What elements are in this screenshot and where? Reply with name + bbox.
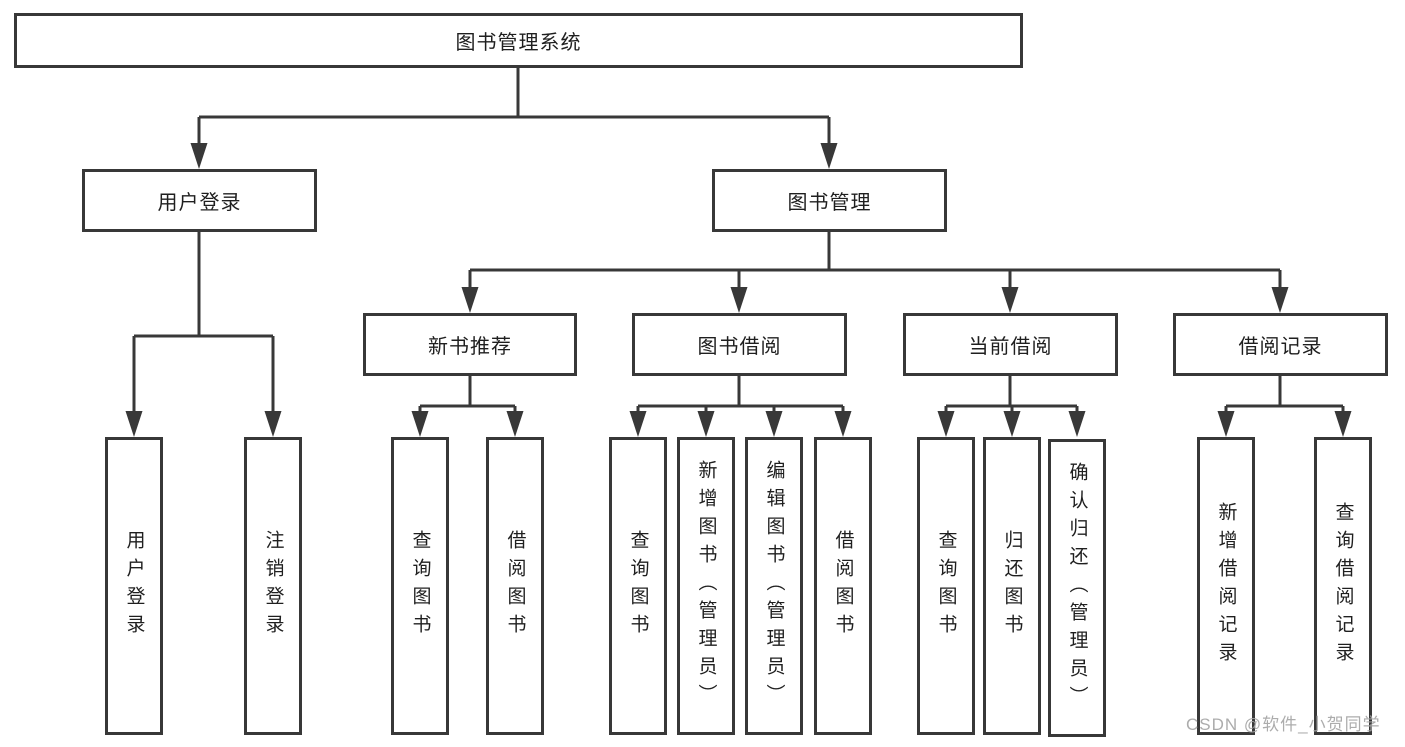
- node-label: 用户登录: [157, 192, 242, 214]
- node-label: 图书管理: [787, 192, 872, 214]
- leaf-add-borrow-record: 新增借阅记录: [1197, 437, 1255, 735]
- node-current-borrowing: 当前借阅: [903, 313, 1118, 376]
- leaf-label: 新增借阅记录: [1215, 502, 1237, 670]
- leaf-borrow-books-recommend: 借阅图书: [486, 437, 544, 735]
- leaf-label: 查询图书: [409, 530, 431, 642]
- arrowheads: [125, 143, 1352, 437]
- leaf-edit-books-admin: 编辑图书（管理员）: [745, 437, 803, 735]
- leaf-label: 查询借阅记录: [1332, 502, 1354, 670]
- node-borrowing-records: 借阅记录: [1173, 313, 1388, 376]
- csdn-watermark: CSDN @软件_小贺同学: [1186, 715, 1381, 734]
- node-book-management: 图书管理: [712, 169, 947, 232]
- leaf-query-borrow-record: 查询借阅记录: [1314, 437, 1372, 735]
- leaf-logout: 注销登录: [244, 437, 302, 735]
- leaf-label: 借阅图书: [504, 530, 526, 642]
- node-library-management-system: 图书管理系统: [14, 13, 1023, 68]
- node-user-login: 用户登录: [82, 169, 317, 232]
- node-label: 图书管理系统: [455, 32, 582, 54]
- leaf-query-books-current: 查询图书: [917, 437, 975, 735]
- leaf-user-login: 用户登录: [105, 437, 163, 735]
- node-book-borrowing: 图书借阅: [632, 313, 847, 376]
- node-label: 新书推荐: [428, 336, 512, 358]
- node-label: 借阅记录: [1238, 336, 1323, 358]
- leaf-borrow-books-borrowing: 借阅图书: [814, 437, 872, 735]
- node-label: 当前借阅: [968, 336, 1053, 358]
- leaf-add-books-admin: 新增图书（管理员）: [677, 437, 735, 735]
- leaf-return-books: 归还图书: [983, 437, 1041, 735]
- leaf-label: 用户登录: [123, 530, 145, 642]
- leaf-query-books-borrowing: 查询图书: [609, 437, 667, 735]
- leaf-label: 查询图书: [935, 530, 957, 642]
- leaf-label: 归还图书: [1001, 530, 1023, 642]
- leaf-label: 借阅图书: [832, 530, 854, 642]
- node-new-book-recommend: 新书推荐: [363, 313, 577, 376]
- leaf-confirm-return-admin: 确认归还（管理员）: [1048, 439, 1106, 737]
- leaf-label: 编辑图书（管理员）: [763, 460, 785, 712]
- leaf-label: 注销登录: [262, 530, 284, 642]
- leaf-label: 查询图书: [627, 530, 649, 642]
- leaf-query-books-recommend: 查询图书: [391, 437, 449, 735]
- leaf-label: 确认归还（管理员）: [1066, 462, 1088, 714]
- leaf-label: 新增图书（管理员）: [695, 460, 717, 712]
- node-label: 图书借阅: [697, 336, 782, 358]
